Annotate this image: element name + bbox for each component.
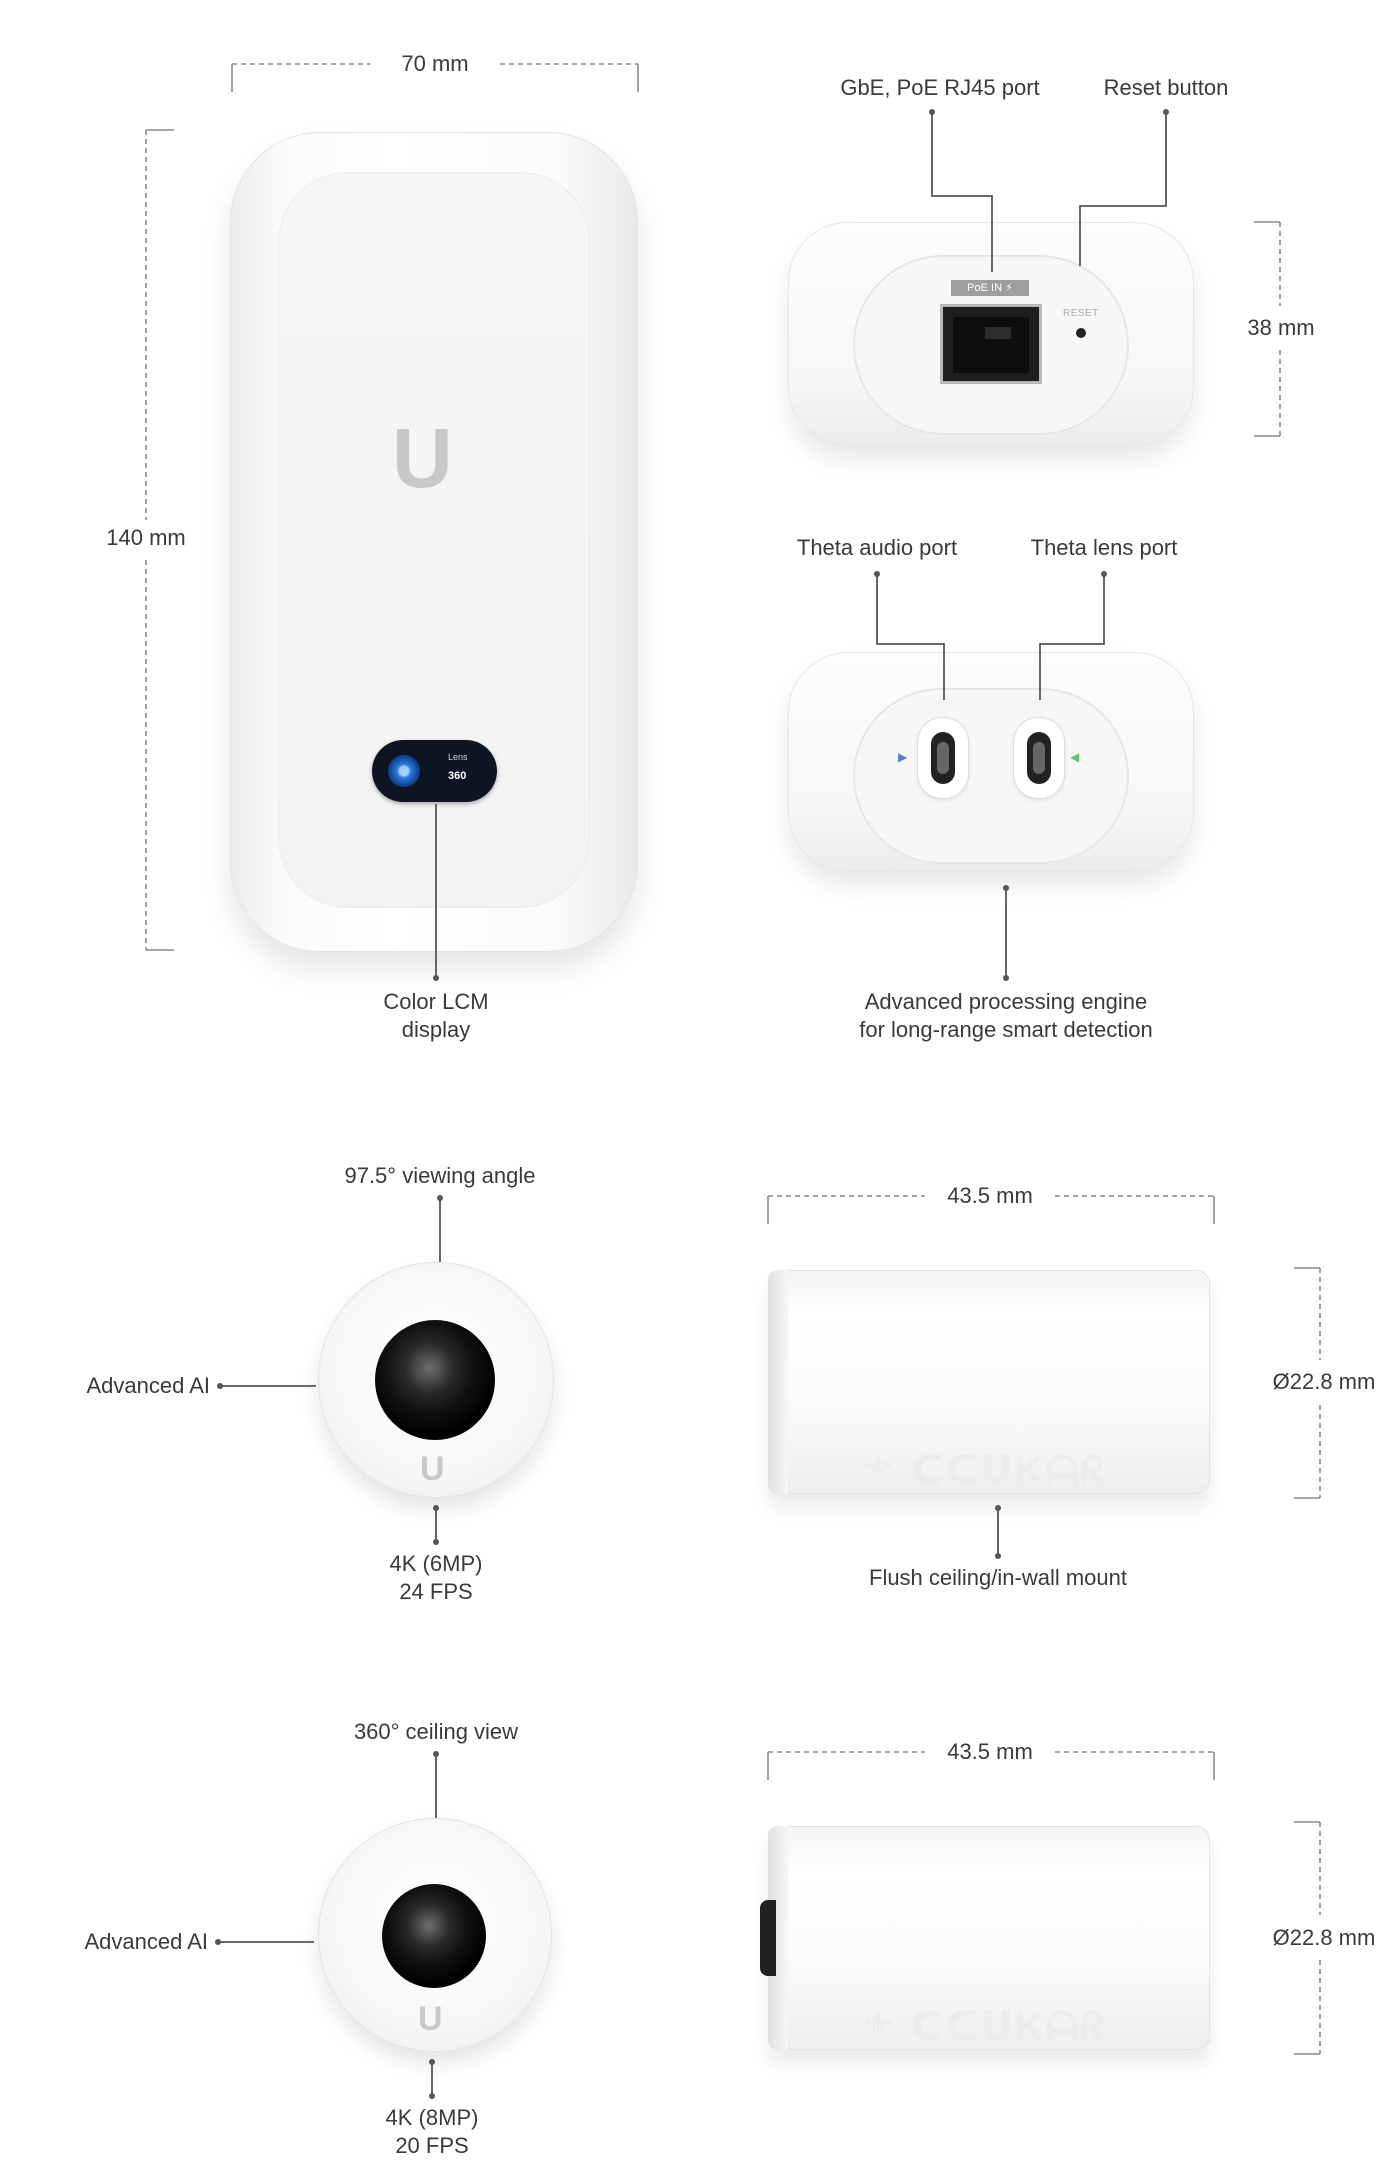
lcm-display: Lens 360: [372, 740, 497, 802]
ubiquiti-logo-icon: U: [418, 2000, 443, 2038]
lens-360-resolution-line-2: 20 FPS: [395, 2133, 469, 2158]
lens-97-resolution-line-2: 24 FPS: [399, 1579, 473, 1604]
lens-97-angle-label: 97.5° viewing angle: [344, 1163, 536, 1188]
lcm-display-label: Color LCM display: [336, 988, 536, 1044]
theta-audio-port: [918, 718, 968, 798]
lens-360-optic: [382, 1884, 486, 1988]
hub-device: [230, 132, 638, 952]
lcm-line-1: Lens: [448, 752, 468, 762]
lens-97-diameter-label: Ø22.8 mm: [1272, 1369, 1376, 1394]
audio-port-indicator-icon: ▶: [898, 750, 908, 764]
lcm-line-2: 360: [448, 770, 467, 782]
lens-97-length-label: 43.5 mm: [947, 1183, 1033, 1208]
reset-text: RESET: [1063, 308, 1099, 319]
watermark: ⚜ ᑕᑕᑌKᗩᖇ: [860, 2005, 1107, 2049]
lcm-display-label-line-2: display: [401, 1017, 471, 1042]
rj45-port: [940, 304, 1042, 384]
front-port-panel: [853, 688, 1129, 864]
lens-360-length-label: 43.5 mm: [947, 1739, 1033, 1764]
lens-glyph-icon: [388, 755, 420, 787]
processing-engine-label: Advanced processing engine for long-rang…: [816, 988, 1196, 1044]
ubiquiti-logo-icon: U: [392, 411, 453, 505]
theta-lens-port: [1014, 718, 1064, 798]
ubiquiti-logo-icon: U: [420, 1450, 445, 1488]
theta-audio-port-label: Theta audio port: [796, 535, 958, 560]
theta-lens-port-label: Theta lens port: [1030, 535, 1178, 560]
lens-360-dome: [760, 1900, 776, 1976]
lens-97-resolution-line-1: 4K (6MP): [389, 1551, 483, 1576]
hub-width-label: 70 mm: [401, 51, 469, 76]
watermark: ⚜ ᑕᑕᑌKᗩᖇ: [860, 1449, 1107, 1493]
reset-button: [1076, 328, 1086, 338]
lens-360-ai-label: Advanced AI: [84, 1929, 208, 1954]
lens-360-resolution-line-1: 4K (8MP): [385, 2105, 479, 2130]
lens-360-diameter-label: Ø22.8 mm: [1272, 1925, 1376, 1950]
processing-engine-label-line-1: Advanced processing engine: [864, 989, 1148, 1014]
processing-engine-label-line-2: for long-range smart detection: [859, 1017, 1153, 1042]
rj45-port-label: GbE, PoE RJ45 port: [840, 75, 1040, 100]
lcm-display-label-line-1: Color LCM: [383, 989, 489, 1014]
lens-360-resolution-label: 4K (8MP) 20 FPS: [332, 2104, 532, 2160]
lens-port-indicator-icon: ◀: [1070, 750, 1080, 764]
lens-97-optic: [375, 1320, 495, 1440]
lens-97-ai-label: Advanced AI: [86, 1373, 210, 1398]
poe-label: PoE IN ⚡: [951, 280, 1029, 296]
lens-97-resolution-label: 4K (6MP) 24 FPS: [336, 1550, 536, 1606]
lens-360-angle-label: 360° ceiling view: [353, 1719, 519, 1744]
hub-height-label: 140 mm: [106, 525, 186, 550]
back-depth-label: 38 mm: [1247, 315, 1315, 340]
mount-label: Flush ceiling/in-wall mount: [869, 1565, 1127, 1590]
reset-button-label: Reset button: [1103, 75, 1229, 100]
lens-360-side: [768, 1826, 1210, 2050]
lens-97-side: [768, 1270, 1210, 1494]
